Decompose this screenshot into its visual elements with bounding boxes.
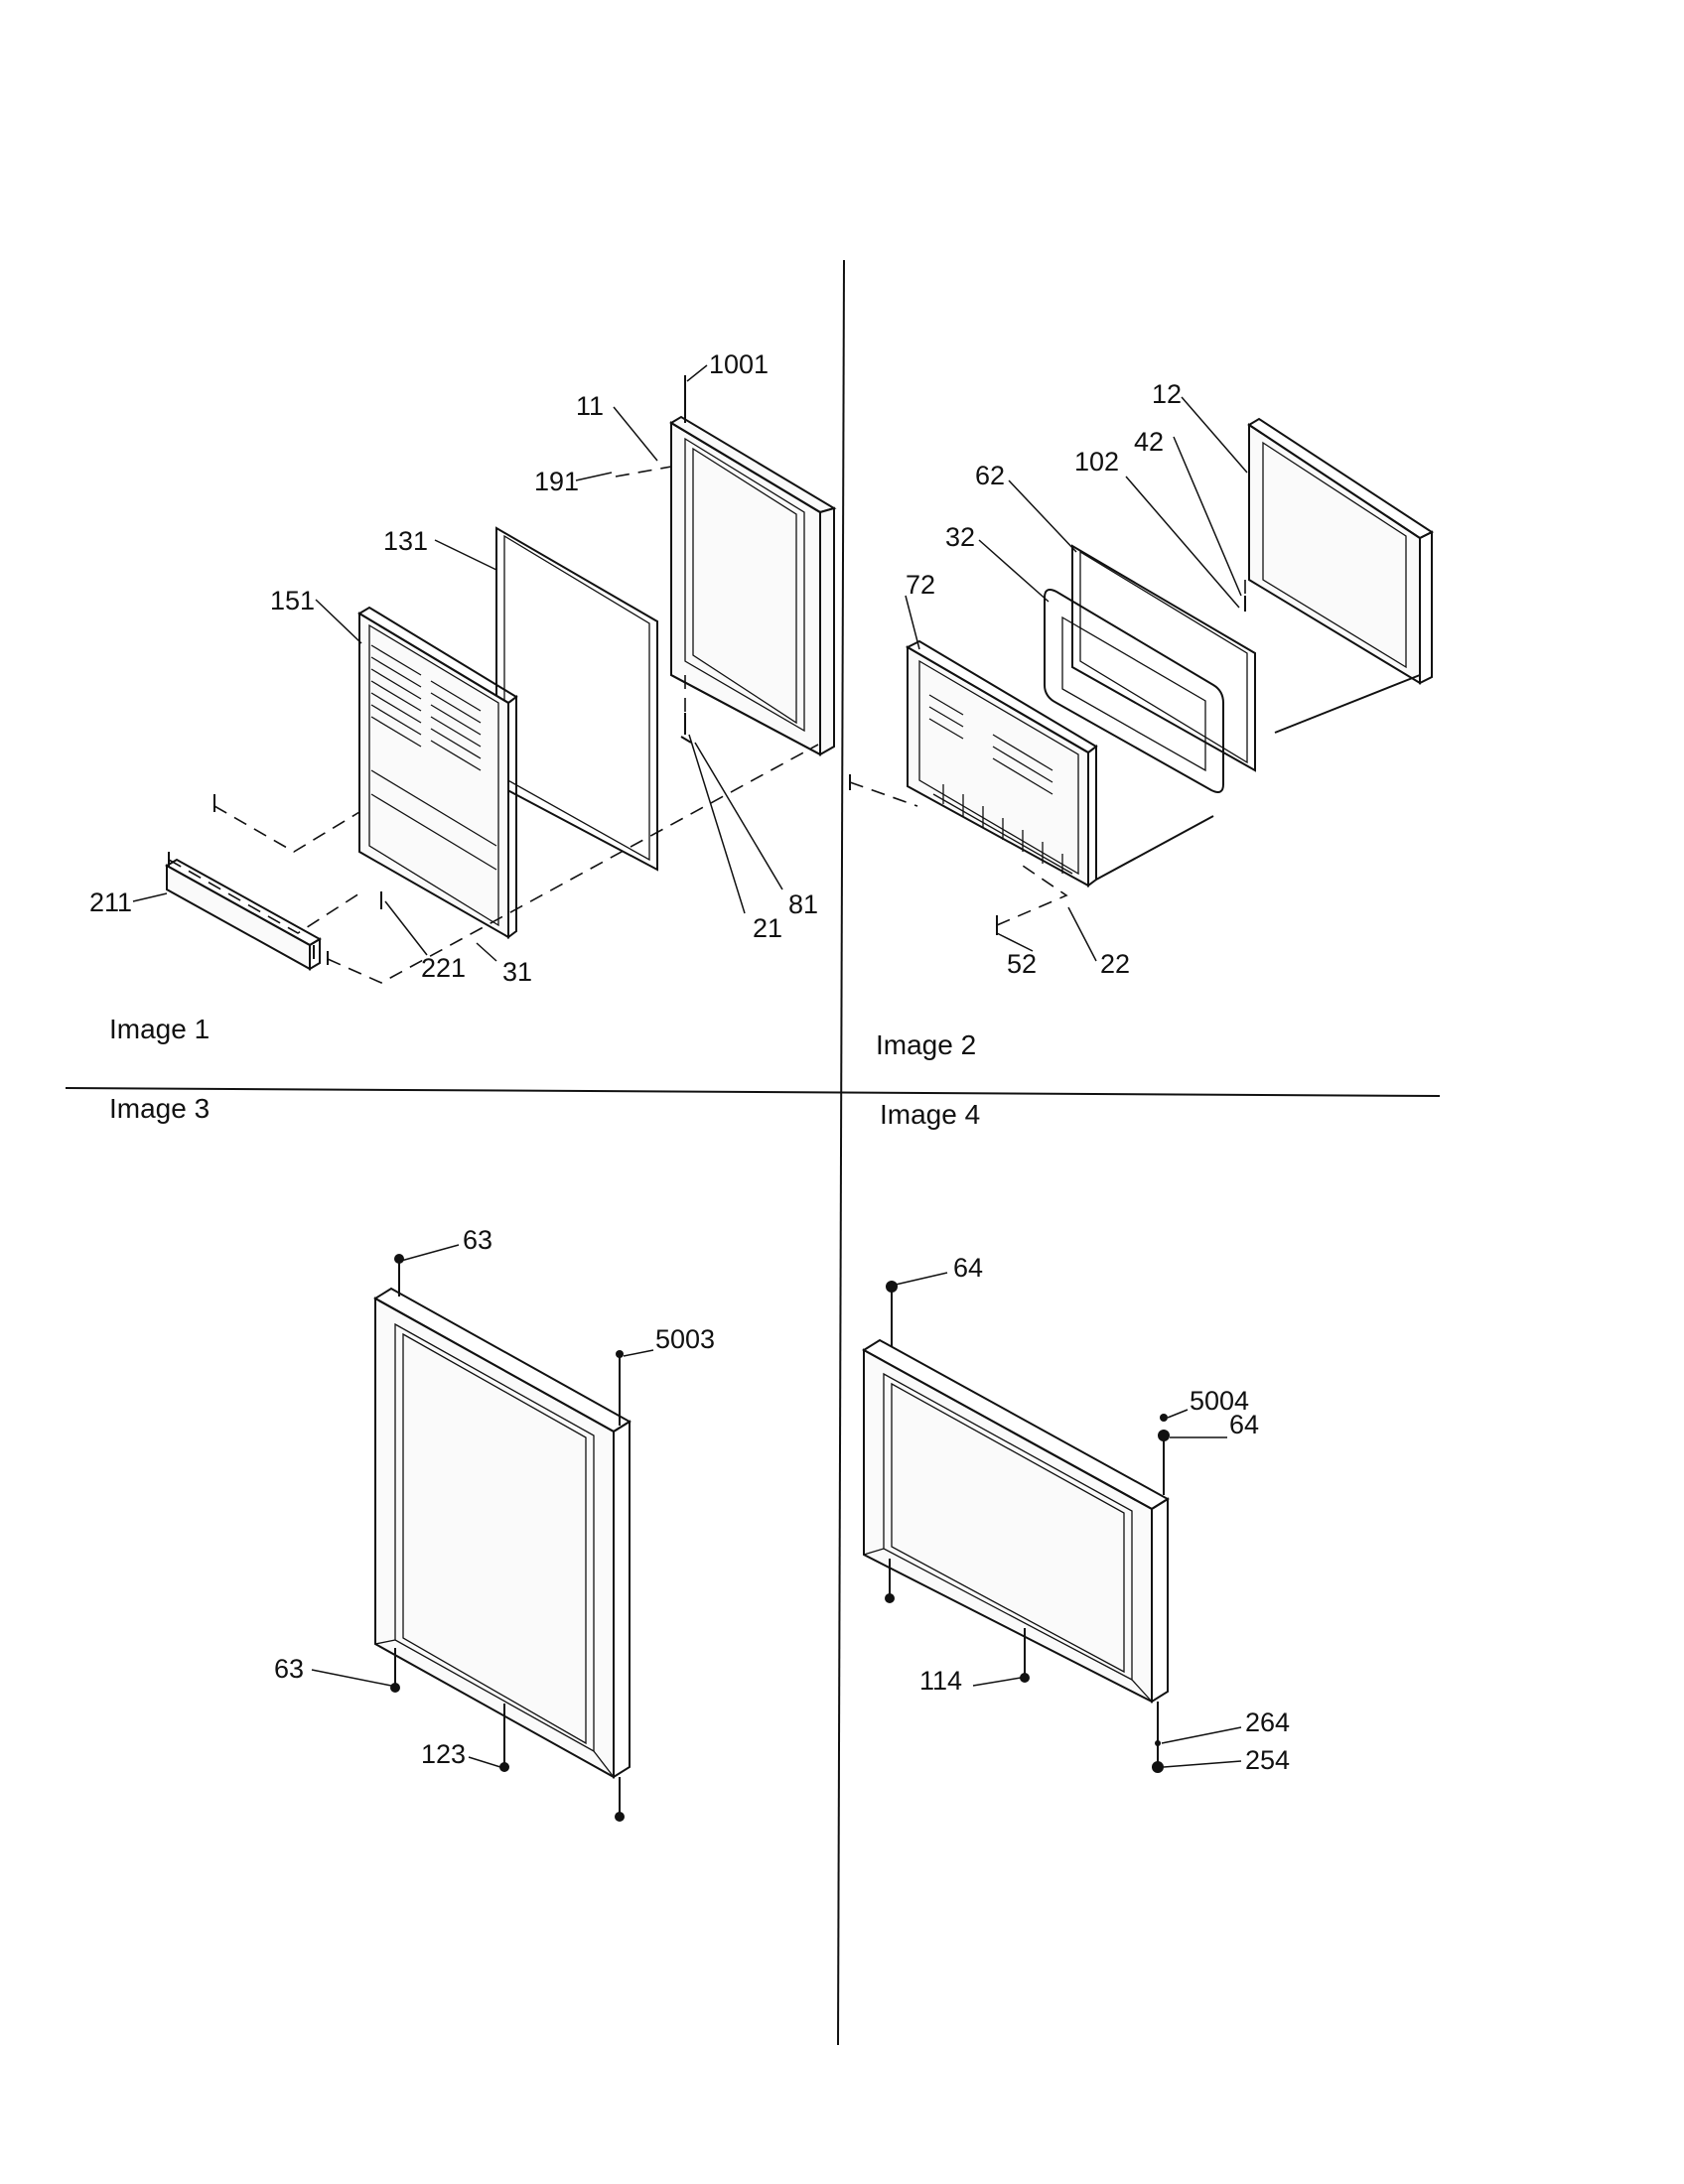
- callout-1001: 1001: [709, 349, 769, 379]
- image2-leaders: [905, 396, 1248, 962]
- callout-22: 22: [1100, 949, 1130, 979]
- image1-assembly: 1001 11 191 131 151 211 221 31 21 81 Ima…: [89, 349, 837, 1044]
- callout-63-bottom: 63: [274, 1654, 304, 1684]
- outer-door-frame: [669, 415, 837, 756]
- breaker-frame: [1044, 589, 1224, 793]
- callout-11: 11: [576, 391, 604, 421]
- caption-image2: Image 2: [876, 1029, 976, 1060]
- callout-52: 52: [1007, 949, 1037, 979]
- image4-leaders: [895, 1272, 1242, 1768]
- callout-123: 123: [421, 1739, 466, 1769]
- freezer-door-frame: [1247, 417, 1435, 685]
- caption-image4: Image 4: [880, 1099, 980, 1130]
- callout-131: 131: [383, 526, 428, 556]
- callout-221: 221: [421, 953, 466, 983]
- callout-211: 211: [89, 887, 132, 917]
- freezer-liner: [905, 639, 1098, 887]
- image4-fasteners: [885, 1281, 1170, 1773]
- inner-door-liner: [357, 606, 518, 939]
- image1-assembly-lines: [168, 466, 819, 984]
- freezer-gasket: [1071, 544, 1256, 772]
- callout-12: 12: [1152, 379, 1182, 409]
- callout-254: 254: [1245, 1745, 1290, 1775]
- callout-63-top: 63: [463, 1225, 492, 1255]
- callout-114: 114: [919, 1666, 962, 1696]
- door-bar: [165, 858, 322, 971]
- image3-fasteners: [390, 1254, 625, 1822]
- image1-leaders: [132, 364, 783, 962]
- liner-grate: [932, 784, 1073, 875]
- callout-5003: 5003: [655, 1324, 715, 1354]
- callout-72: 72: [906, 570, 935, 600]
- callout-64-top: 64: [953, 1253, 983, 1283]
- image3-assembly: 63 5003 63 123 Image 3: [109, 1093, 715, 1822]
- callout-31: 31: [502, 957, 532, 987]
- liner-shelf-ridges: [370, 644, 497, 871]
- callout-64-right: 64: [1229, 1410, 1259, 1439]
- freezer-frame-assembly: [862, 1338, 1170, 1704]
- callout-5004: 5004: [1190, 1386, 1249, 1416]
- image4-assembly: 64 5004 64 114 264 254 Image 4: [862, 1099, 1290, 1775]
- image2-assembly-lines: [849, 580, 1421, 926]
- callout-81: 81: [788, 889, 818, 919]
- callout-151: 151: [270, 586, 315, 615]
- image2-assembly: 12 42 102 62 32 72 52 22 Image 2: [849, 379, 1435, 1060]
- callout-42: 42: [1134, 427, 1164, 457]
- door-frame-assembly: [373, 1287, 632, 1779]
- callout-264: 264: [1245, 1707, 1290, 1737]
- callout-191: 191: [534, 467, 579, 496]
- quadrant-dividers: [65, 259, 1441, 2046]
- caption-image3: Image 3: [109, 1093, 210, 1124]
- door-gasket: [495, 526, 658, 872]
- callout-102: 102: [1074, 447, 1119, 477]
- caption-image1: Image 1: [109, 1014, 210, 1044]
- callout-21: 21: [753, 913, 782, 943]
- callout-32: 32: [945, 522, 975, 552]
- callout-62: 62: [975, 461, 1005, 490]
- image3-leaders: [311, 1244, 654, 1768]
